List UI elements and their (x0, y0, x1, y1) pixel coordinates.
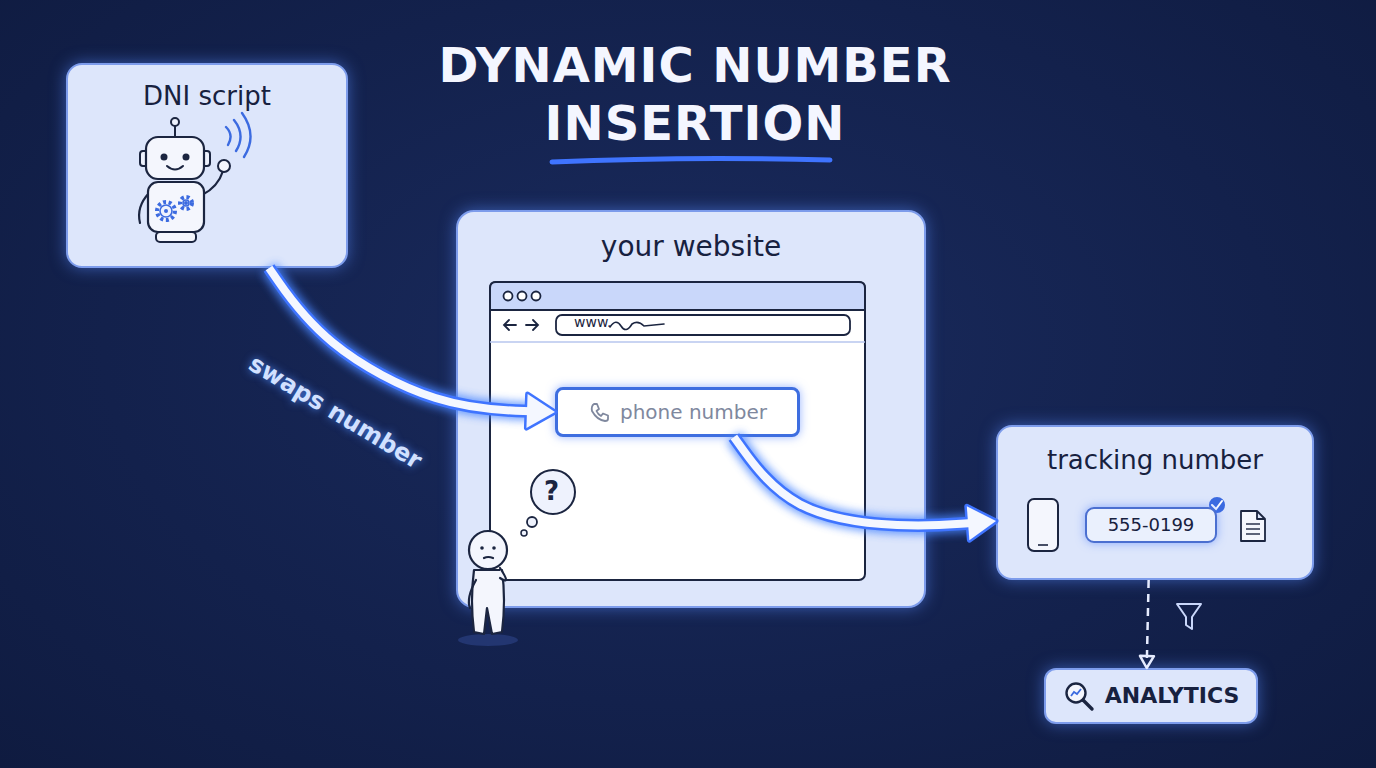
box-label: phone number (620, 400, 767, 424)
title-underline (552, 158, 830, 162)
dashed-arrow (1140, 580, 1154, 668)
analytics-box: ANALYTICS (1044, 668, 1259, 724)
box-heading: tracking number (998, 445, 1312, 476)
diagram-title: DYNAMIC NUMBER INSERTION (405, 36, 985, 152)
tracking-box: 555-0199 tracking number (996, 425, 1314, 580)
edge-label: swaps number (243, 349, 426, 474)
funnel-icon (1177, 604, 1201, 629)
phone-number-text: 555-0199 (1108, 514, 1195, 536)
thought-bubble (521, 470, 575, 536)
box-heading: your website (458, 230, 924, 264)
script-box: DNI script (66, 63, 348, 268)
box-heading: DNI script (68, 81, 346, 112)
flow-arrow (734, 437, 996, 540)
title-area: DYNAMIC NUMBER INSERTION (405, 36, 985, 152)
flow-arrow (269, 268, 555, 428)
phone-icon (588, 401, 610, 423)
phone-field: phone number (555, 387, 800, 437)
number-pill: 555-0199 (1085, 507, 1217, 543)
question-mark: ? (544, 477, 559, 506)
website-box: phone number your website (456, 210, 926, 608)
box-label: ANALYTICS (1105, 683, 1240, 709)
person-figure (458, 531, 518, 646)
url-text: www. (574, 315, 612, 330)
magnifier-icon (1063, 680, 1095, 712)
